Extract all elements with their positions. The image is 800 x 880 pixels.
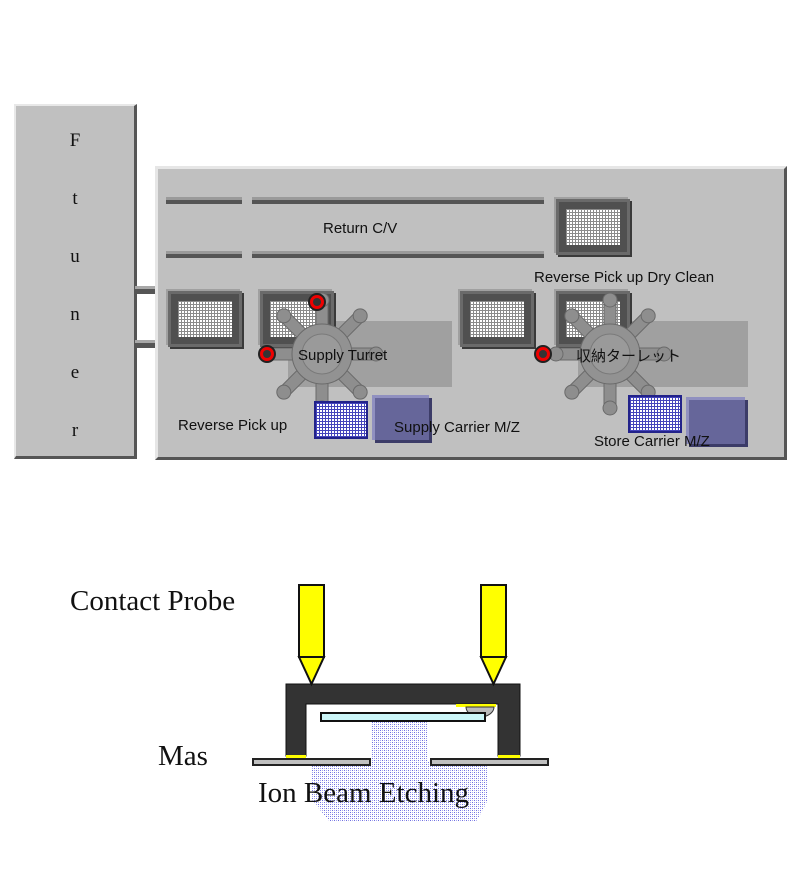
ftuner-letter: n (70, 304, 80, 325)
reverse-pickup-tray[interactable] (314, 401, 368, 439)
ftuner-letter: r (71, 420, 79, 441)
return-cv-label: Return C/V (323, 220, 398, 237)
supply-carrier-magazine[interactable] (372, 395, 429, 440)
return-conveyor-rail (166, 251, 242, 258)
contact-probe-tip (479, 656, 508, 687)
reverse-pickup-label: Reverse Pick up (178, 417, 288, 434)
store-carrier-label: Store Carrier M/Z (594, 433, 710, 450)
return-conveyor-rail (252, 197, 544, 204)
ftuner-unit: F t u n e r (14, 104, 137, 459)
frame-contact-pad (498, 755, 520, 758)
contact-probe-label: Contact Probe (70, 585, 236, 617)
tray[interactable] (168, 291, 242, 347)
substrate (320, 712, 486, 722)
sensor-indicator (534, 345, 552, 363)
dry-clean-tray[interactable] (556, 199, 630, 255)
store-turret-label: 収納ターレット (576, 348, 682, 365)
return-conveyor-rail (166, 197, 242, 204)
tray[interactable] (460, 291, 534, 347)
sensor-indicator (308, 293, 326, 311)
probe-diagram (252, 584, 549, 822)
store-turret-icon[interactable] (548, 292, 672, 416)
sensor-indicator (258, 345, 276, 363)
main-equipment-panel: Return C/V Reverse Pick up Dry Clean Su (155, 166, 787, 460)
return-conveyor-rail (252, 251, 544, 258)
ftuner-letter: u (70, 246, 80, 267)
ion-beam-upper (372, 717, 428, 763)
supply-turret-label: Supply Turret (298, 347, 388, 364)
mask-label: Mas (158, 740, 208, 772)
frame-contact-pad (286, 755, 306, 758)
ion-beam-etching-label: Ion Beam Etching (258, 777, 470, 809)
store-carrier-magazine[interactable] (686, 397, 745, 444)
contact-probe-right (480, 584, 507, 658)
contact-probe-left (298, 584, 325, 658)
ion-beam-lower (312, 762, 488, 822)
store-pickup-tray[interactable] (628, 395, 682, 433)
ftuner-connector-upper (135, 286, 157, 294)
contact-probe-tip (297, 656, 326, 687)
frame-contact-pad (456, 704, 496, 707)
supply-turret-icon[interactable] (260, 292, 384, 416)
ftuner-connector-lower (135, 340, 157, 348)
reverse-pickup-dry-clean-label: Reverse Pick up Dry Clean (534, 269, 715, 286)
ftuner-letter: t (72, 188, 78, 209)
mask-plate-left (252, 758, 371, 766)
supply-carrier-label: Supply Carrier M/Z (394, 419, 520, 436)
ftuner-letter: F (69, 130, 81, 151)
mask-plate-right (430, 758, 549, 766)
ftuner-letter: e (70, 362, 80, 383)
